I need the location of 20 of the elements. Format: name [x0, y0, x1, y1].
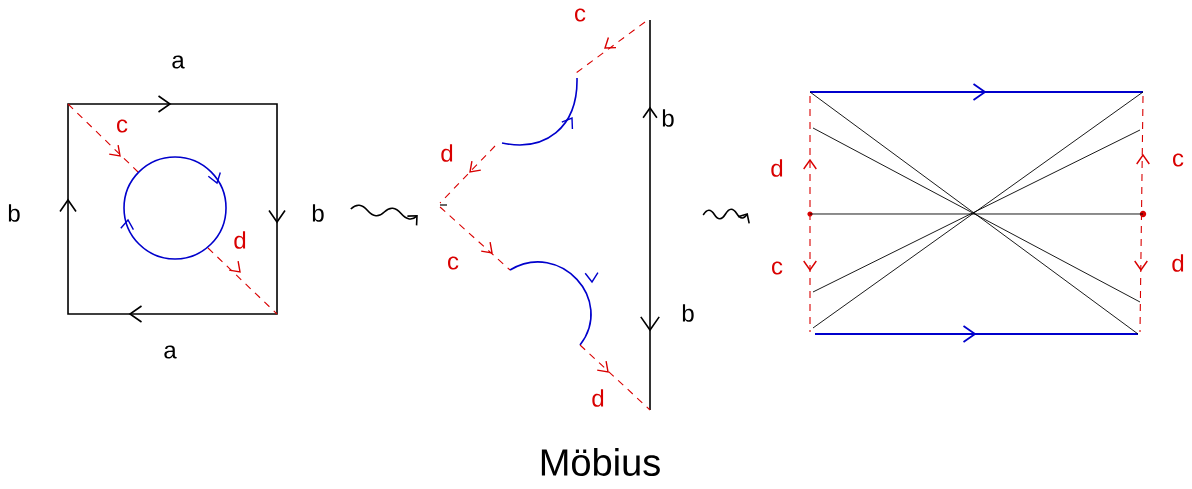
rectangle-drawing — [803, 83, 1150, 343]
edge-letter: c — [448, 256, 459, 270]
edge-letter: d — [592, 389, 604, 407]
edge-letter: c — [772, 261, 783, 275]
edge-letter: c — [575, 8, 586, 22]
edge-letter: a — [172, 55, 185, 69]
edge-letter: d — [771, 159, 783, 177]
edge-letter: d — [1172, 254, 1184, 272]
squiggle-arrow — [702, 208, 750, 225]
node-label: Möbius — [541, 448, 660, 476]
edge-letter: a — [164, 345, 177, 359]
edge-letter: d — [234, 231, 246, 249]
square-drawing — [59, 95, 286, 323]
edge-letter: b — [682, 304, 694, 322]
edge-letter: b — [8, 204, 20, 222]
squiggle-arrow — [350, 204, 418, 227]
edge-letter: d — [441, 144, 453, 162]
edge-letter: b — [312, 204, 324, 222]
edge-letter: c — [1173, 153, 1184, 167]
edge-letter: c — [117, 119, 128, 133]
